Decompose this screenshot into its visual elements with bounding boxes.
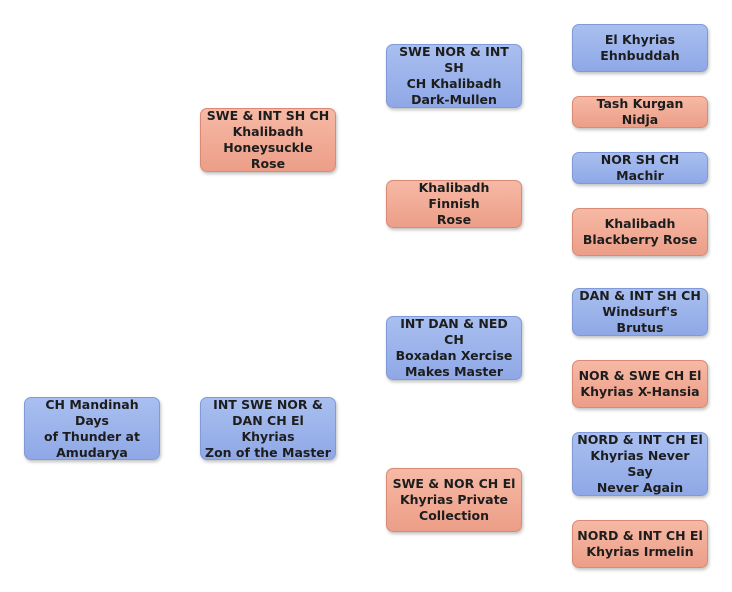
ancestor-node-5: DAN & INT SH CH Windsurf's Brutus [572, 288, 708, 336]
ancestor-node-1: El Khyrias Ehnbuddah [572, 24, 708, 72]
ancestor-node-7: NORD & INT CH El Khyrias Never Say Never… [572, 432, 708, 496]
ancestor-node-2: Tash Kurgan Nidja [572, 96, 708, 128]
dam-sire-node: SWE NOR & INT SH CH Khalibadh Dark-Mulle… [386, 44, 522, 108]
ancestor-node-8: NORD & INT CH El Khyrias Irmelin [572, 520, 708, 568]
sire-node: INT SWE NOR & DAN CH El Khyrias Zon of t… [200, 397, 336, 460]
ancestor-node-3: NOR SH CH Machir [572, 152, 708, 184]
ancestor-node-4: Khalibadh Blackberry Rose [572, 208, 708, 256]
dam-dam-node: Khalibadh Finnish Rose [386, 180, 522, 228]
dam-node: SWE & INT SH CH Khalibadh Honeysuckle Ro… [200, 108, 336, 172]
ancestor-node-6: NOR & SWE CH El Khyrias X-Hansia [572, 360, 708, 408]
sire-dam-node: SWE & NOR CH El Khyrias Private Collecti… [386, 468, 522, 532]
sire-sire-node: INT DAN & NED CH Boxadan Xercise Makes M… [386, 316, 522, 380]
subject-node: CH Mandinah Days of Thunder at Amudarya [24, 397, 160, 460]
